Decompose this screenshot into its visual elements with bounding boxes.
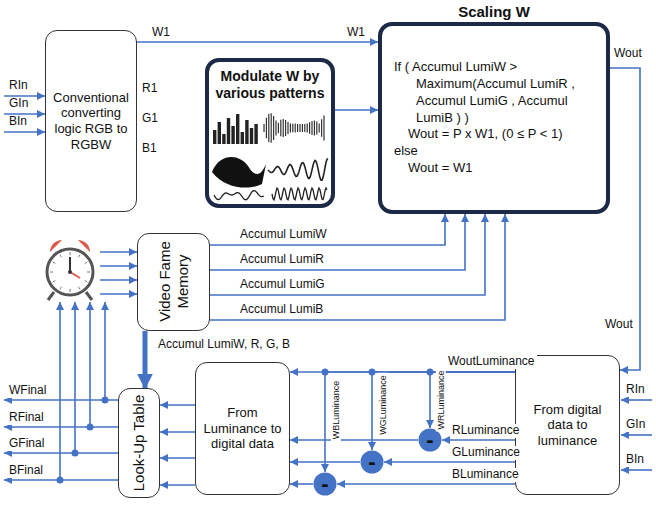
node-text: - xyxy=(426,429,433,451)
signal-name: BFinal xyxy=(7,464,45,478)
signal-name: Wout xyxy=(603,318,635,332)
signal-name: GFinal xyxy=(7,437,46,451)
memory-box: Video Fame Memory xyxy=(137,233,210,331)
converter-box: From Luminance to digital data xyxy=(195,362,290,495)
rotated-text-holder: Look-Up Table xyxy=(118,388,160,498)
connector xyxy=(210,214,445,245)
edge-label: Accumul LumiW, R, G, B xyxy=(156,338,292,352)
node-text: - xyxy=(321,473,328,495)
node-text: Wout = P x W1, (0 ≤ P < 1) xyxy=(394,126,598,143)
node-text: Wout = W1 xyxy=(394,160,598,177)
edge-label: Accumul LumiG xyxy=(238,278,327,292)
rotated-text-holder: Video Fame Memory xyxy=(137,233,210,331)
subtractor-circle: - xyxy=(360,450,384,474)
signal-name: BIn xyxy=(624,453,646,467)
edge-label: Accumul LumiW xyxy=(238,228,329,242)
scaling-box: Scaling WIf ( Accumul LumiW > Maximum(Ac… xyxy=(378,22,610,214)
edge-label: WBLuminance xyxy=(331,379,341,442)
process-box: Conventional converting logic RGB to RGB… xyxy=(45,30,137,212)
node-text: else xyxy=(394,143,598,160)
signal-wires xyxy=(4,96,652,480)
connector xyxy=(137,41,378,43)
edge-label: GLuminance xyxy=(450,446,522,460)
connector xyxy=(160,431,195,433)
node-text: Video Fame Memory xyxy=(155,233,191,331)
signal-name: RIn xyxy=(624,383,647,397)
edge-label: Accumul LumiB xyxy=(238,303,325,317)
signal-name: B1 xyxy=(140,142,159,156)
connector xyxy=(210,214,465,270)
connector xyxy=(290,439,418,441)
signal-name: GIn xyxy=(624,418,647,432)
connector xyxy=(290,483,313,485)
connector xyxy=(442,439,515,441)
connector xyxy=(384,461,515,463)
signal-name: G1 xyxy=(140,112,160,126)
lookup-table: Look-Up Table xyxy=(118,388,160,498)
junction-dots xyxy=(57,369,434,484)
edge-label: Wout xyxy=(612,47,644,61)
edge-label: Accumul LumiR xyxy=(238,253,326,267)
connector xyxy=(337,483,515,485)
subtractor-circle: - xyxy=(418,428,442,452)
node-text: If ( Accumul LumiW > Maximum(Accumul Lum… xyxy=(394,59,598,127)
signal-name: WFinal xyxy=(7,384,48,398)
node-text: Modulate W by various patterns xyxy=(213,68,327,102)
node-text: Look-Up Table xyxy=(130,394,148,490)
signal-name: RIn xyxy=(7,79,30,93)
converter-box: From digital data to luminance xyxy=(515,355,620,495)
connector xyxy=(160,484,195,486)
signal-name: GIn xyxy=(7,97,30,111)
connector xyxy=(143,331,148,388)
pattern-box: Modulate W by various patterns xyxy=(205,58,335,208)
connector xyxy=(335,109,378,111)
node-text: From digital data to luminance xyxy=(520,402,615,449)
connector xyxy=(160,404,195,406)
connector xyxy=(210,214,485,295)
signal-name: R1 xyxy=(140,82,159,96)
edge-label: W1 xyxy=(150,26,172,40)
node-text: Conventional converting logic RGB to RGB… xyxy=(50,90,132,152)
connector xyxy=(160,457,195,459)
edge-label: BLuminance xyxy=(450,468,521,482)
subtractor-circle: - xyxy=(313,472,337,496)
node-text: - xyxy=(368,451,375,473)
edge-label: WRLuminance xyxy=(436,368,446,431)
edge-label: WGLuminance xyxy=(378,373,388,437)
pattern-icons xyxy=(212,113,328,200)
signal-name: W1 xyxy=(345,26,367,40)
signal-name: BIn xyxy=(7,115,29,129)
connector xyxy=(290,461,360,463)
node-text: Scaling W xyxy=(382,2,606,22)
alarm-clock xyxy=(47,240,93,300)
node-text: From Luminance to digital data xyxy=(200,405,285,452)
signal-name: RFinal xyxy=(7,411,46,425)
edge-label: WoutLuminance xyxy=(446,355,537,369)
connector xyxy=(210,214,505,320)
edge-label: RLuminance xyxy=(450,424,521,438)
